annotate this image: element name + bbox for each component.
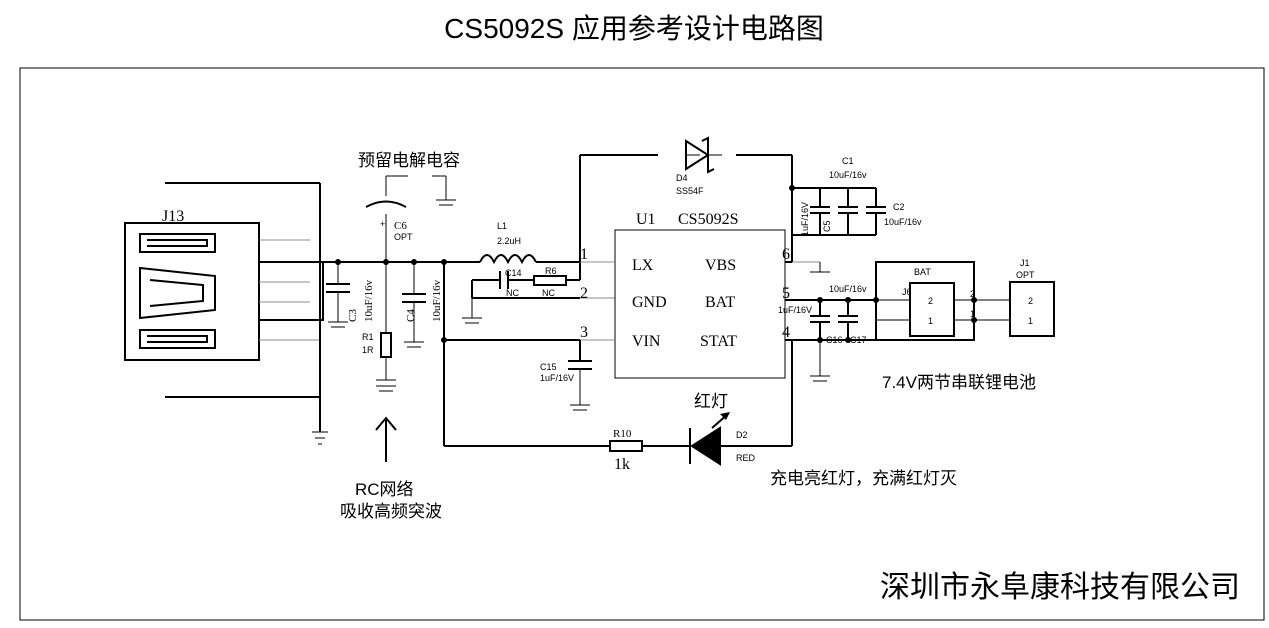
usb-ref-label: J13 (162, 208, 184, 225)
c3-value: 10uF/16v (363, 279, 375, 322)
led-note: 充电亮红灯，充满红灯灭 (770, 469, 957, 488)
pin6-num: 6 (782, 246, 790, 263)
pin4-name: STAT (700, 333, 737, 350)
page-title: CS5092S 应用参考设计电路图 (444, 13, 824, 44)
bat-connector-j6 (909, 282, 955, 337)
d4-ref: D4 (676, 173, 688, 183)
pin2-name: GND (632, 294, 667, 311)
ic-part: CS5092S (678, 211, 738, 228)
c6-value: OPT (394, 232, 413, 242)
rc-arrow (375, 416, 397, 431)
pin3-num: 3 (580, 324, 588, 341)
usb-connector-j13: J13 (124, 208, 324, 361)
pin6-name: VBS (705, 257, 736, 274)
led-d2 (690, 426, 721, 466)
l1-value: 2.2uH (497, 236, 521, 246)
r10-value: 1k (614, 456, 630, 473)
r1-value: 1R (362, 345, 374, 355)
resistor-r10 (609, 440, 643, 452)
d2-ref: D2 (736, 430, 748, 440)
c16-ref: C16 (826, 335, 843, 345)
svg-text:+: + (380, 219, 385, 229)
c1-ref: C1 (842, 156, 854, 166)
bat-pin-bottom: 1 (928, 316, 933, 326)
r6-value: NC (542, 288, 555, 298)
c14-ref: C14 (505, 268, 522, 278)
c14-value: NC (506, 288, 519, 298)
pin4-num: 4 (782, 324, 790, 341)
c3-ref: C3 (347, 309, 359, 322)
diode-d4 (685, 139, 710, 171)
ic-u1-cs5092s: U1 CS5092S 1 2 3 4 5 6 LX GND VIN STAT B… (580, 211, 820, 379)
bat-conn-ref: J6 (902, 287, 912, 297)
c6-ref: C6 (394, 220, 407, 232)
rc-note-line1: RC网络 (355, 480, 414, 499)
drawing-frame (19, 67, 1265, 621)
j1-pin-top: 2 (1028, 296, 1033, 306)
d4-value: SS54F (676, 186, 704, 196)
c15-value: 1uF/16V (540, 373, 574, 383)
c2-ref: C2 (893, 202, 905, 212)
d2-value: RED (736, 453, 756, 463)
rc-note-line2: 吸收高频突波 (340, 502, 442, 521)
c2-value: 10uF/16v (884, 217, 922, 227)
c5-value: 1uF/16V (800, 202, 810, 236)
c17-value: 1uF/16V (778, 305, 812, 315)
pin5-name: BAT (705, 294, 735, 311)
connector-j1 (1009, 281, 1055, 337)
l1-ref: L1 (497, 221, 507, 231)
j6-out-pin-bottom: 1 (970, 309, 975, 319)
reserved-cap-note: 预留电解电容 (358, 151, 460, 170)
company-name: 深圳市永阜康科技有限公司 (880, 571, 1240, 604)
c4-ref: C4 (405, 309, 417, 322)
inductor-l1 (479, 254, 537, 265)
pin1-num: 1 (580, 246, 588, 263)
j1-value: OPT (1016, 270, 1035, 280)
c5-ref: C5 (822, 220, 832, 232)
r10-ref: R10 (613, 428, 632, 440)
r1-ref: R1 (362, 332, 374, 342)
battery-note: 7.4V两节串联锂电池 (882, 373, 1036, 392)
pin3-name: VIN (632, 333, 661, 350)
c15-ref: C15 (540, 362, 557, 372)
bat-ref: BAT (914, 267, 931, 277)
j1-pin-bottom: 1 (1028, 316, 1033, 326)
ic-ref: U1 (636, 211, 656, 228)
c4-value: 10uF/16v (431, 279, 443, 322)
j1-ref: J1 (1020, 258, 1030, 268)
pin1-name: LX (632, 257, 654, 274)
pin2-num: 2 (580, 285, 588, 302)
led-color-label: 红灯 (694, 392, 728, 411)
c17-ref: C17 (850, 335, 867, 345)
bat-pin-top: 2 (928, 296, 933, 306)
j6-out-pin-top: 2 (970, 289, 975, 299)
c1-value: 10uF/16v (829, 170, 867, 180)
c16-value: 10uF/16v (829, 284, 867, 294)
pin5-num: 5 (782, 285, 790, 302)
r6-ref: R6 (545, 266, 557, 276)
